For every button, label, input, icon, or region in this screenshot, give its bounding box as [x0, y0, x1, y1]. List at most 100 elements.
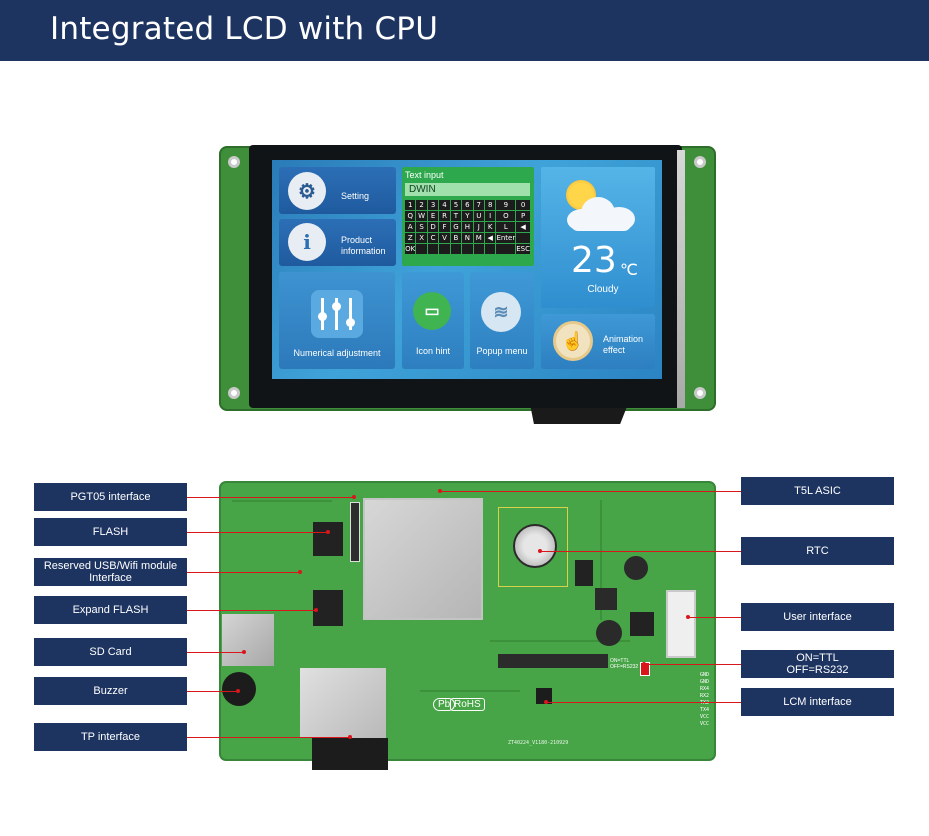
keyboard-key: 4 — [439, 200, 450, 210]
keyboard-key: L — [496, 222, 516, 232]
pin-label: VCC — [700, 714, 710, 720]
leader-dot — [326, 530, 330, 534]
callout-callouts_left-0: PGT05 interface — [34, 483, 187, 511]
popup-menu-tile: ≋ Popup menu — [470, 272, 534, 369]
keyboard-key — [427, 244, 439, 254]
leader-line — [187, 691, 238, 692]
keyboard-key: J — [473, 222, 484, 232]
page-title: Integrated LCD with CPU — [50, 11, 439, 47]
hand-touch-icon: ☝ — [553, 321, 593, 361]
mount-hole — [694, 387, 706, 399]
product-info-tile: i Product information — [279, 219, 396, 266]
keyboard-key: E — [427, 211, 439, 221]
leader-line — [187, 652, 244, 653]
keyboard-key: 0 — [516, 200, 530, 210]
leader-dot — [538, 549, 542, 553]
keyboard-key: ESC — [516, 244, 530, 254]
keyboard-key: Z — [405, 233, 416, 243]
pin-label: VCC — [700, 721, 710, 727]
keyboard-key: 9 — [496, 200, 516, 210]
leader-line — [187, 610, 316, 611]
keyboard-key: Q — [405, 211, 416, 221]
callout-callouts_right-1: RTC — [741, 537, 894, 565]
rtc-battery — [513, 524, 557, 568]
user-interface-connector — [666, 590, 696, 658]
inductor — [595, 588, 617, 610]
keyboard-key: 5 — [450, 200, 462, 210]
keyboard-key: Enter — [496, 233, 516, 243]
leader-dot — [236, 689, 240, 693]
board-serial: ZT40224_V1180-210929 — [508, 740, 569, 746]
keyboard-key — [496, 244, 516, 254]
lcm-connector — [498, 654, 608, 668]
weather-tile — [541, 167, 655, 308]
tp-fpc — [312, 738, 388, 770]
t5l-asic-shield — [363, 498, 483, 620]
leader-line — [688, 617, 741, 618]
leader-dot — [642, 662, 646, 666]
ic-chip — [630, 612, 654, 636]
keyboard-key: F — [439, 222, 450, 232]
callout-callouts_right-2: User interface — [741, 603, 894, 631]
callout-callouts_right-4: LCM interface — [741, 688, 894, 716]
keyboard-key: Y — [462, 211, 473, 221]
flex-cable — [530, 404, 628, 424]
temperature-unit: ℃ — [620, 262, 638, 279]
pin-label: GND — [700, 672, 710, 678]
callout-callouts_left-6: TP interface — [34, 723, 187, 751]
weather-label: Cloudy — [587, 284, 619, 295]
keyboard-key: N — [462, 233, 473, 243]
pb-mark: Pb — [433, 698, 456, 711]
text-input-title: Text input — [405, 170, 444, 180]
keyboard-key: S — [416, 222, 427, 232]
keyboard-key — [462, 244, 473, 254]
leader-dot — [544, 700, 548, 704]
icon-hint-tile: ▭ Icon hint — [402, 272, 464, 369]
keyboard-key: R — [439, 211, 450, 221]
keyboard-key: D — [427, 222, 439, 232]
header-banner: Integrated LCD with CPU — [0, 0, 929, 61]
keyboard-key: W — [416, 211, 427, 221]
keyboard-key — [485, 244, 496, 254]
keyboard-key — [416, 244, 427, 254]
callout-callouts_left-5: Buzzer — [34, 677, 187, 705]
animation-effect-label: Animation effect — [603, 334, 644, 355]
keyboard-key: A — [405, 222, 416, 232]
capacitor — [624, 556, 648, 580]
keyboard-key: ◀ — [485, 233, 496, 243]
leader-dot — [352, 495, 356, 499]
window-icon: ▭ — [413, 292, 451, 330]
gear-icon: ⚙ — [288, 172, 326, 210]
animation-effect-tile: ☝ Animation effect — [541, 314, 655, 369]
keyboard-key: U — [473, 211, 484, 221]
keyboard-key: P — [516, 211, 530, 221]
ic-chip — [575, 560, 593, 586]
lcm-chip — [536, 688, 552, 704]
mount-hole — [694, 156, 706, 168]
callout-callouts_left-3: Expand FLASH — [34, 596, 187, 624]
expand-flash-chip — [313, 590, 343, 626]
leader-dot — [686, 615, 690, 619]
keyboard-key: C — [427, 233, 439, 243]
mount-hole — [228, 387, 240, 399]
leader-dot — [314, 608, 318, 612]
keyboard-key: B — [450, 233, 462, 243]
keyboard-key: 2 — [416, 200, 427, 210]
keyboard-key: ◀ — [516, 222, 530, 232]
callout-callouts_left-2: Reserved USB/Wifi module Interface — [34, 558, 187, 586]
keyboard-key — [439, 244, 450, 254]
metal-bracket — [677, 150, 685, 408]
keyboard-key: I — [485, 211, 496, 221]
leader-line — [440, 491, 741, 492]
callout-callouts_left-1: FLASH — [34, 518, 187, 546]
rohs-mark: RoHS — [450, 698, 485, 711]
setting-tile: ⚙ Setting — [279, 167, 396, 214]
flash-chip — [313, 522, 343, 556]
keyboard-key — [473, 244, 484, 254]
leader-line — [546, 702, 741, 703]
numerical-adjustment-label: Numerical adjustment — [293, 348, 381, 358]
callout-callouts_right-0: T5L ASIC — [741, 477, 894, 505]
keyboard-key: OK — [405, 244, 416, 254]
keyboard-key: 3 — [427, 200, 439, 210]
